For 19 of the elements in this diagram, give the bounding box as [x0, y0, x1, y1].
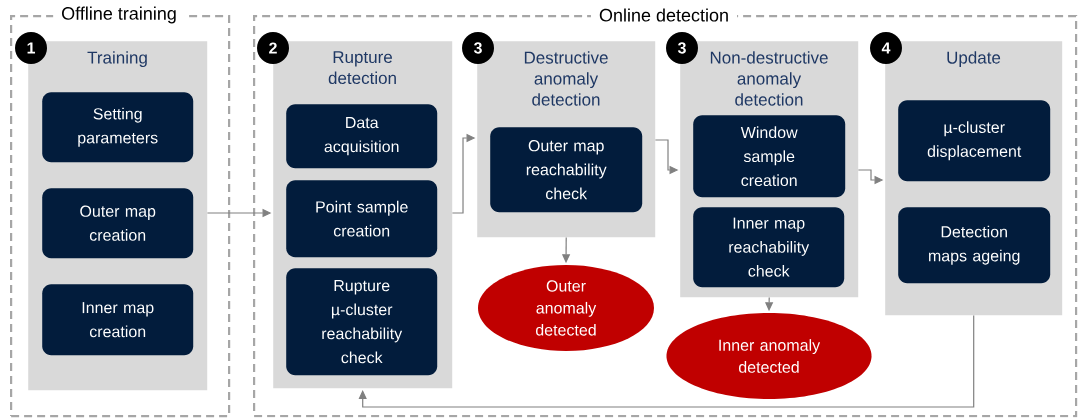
step-number-badge: 4: [870, 32, 902, 64]
process-box: Outer map reachability check: [490, 127, 643, 213]
step-number-badge: 3: [462, 32, 494, 64]
step-number-badge: 2: [257, 32, 289, 64]
process-box: Detection maps ageing: [898, 207, 1051, 284]
arrow: [358, 314, 975, 408]
step-number-badge: 3: [666, 32, 698, 64]
group-title: Online detection: [590, 7, 738, 23]
process-box: Data acquisition: [286, 104, 438, 169]
process-box: Inner map creation: [42, 284, 194, 356]
process-box: Rupture µ-cluster reachability check: [286, 268, 438, 376]
process-box: Window sample creation: [693, 115, 846, 198]
group-title: Offline training: [53, 5, 185, 25]
step-number-badge: 1: [15, 32, 47, 64]
process-box: µ-cluster displacement: [898, 100, 1051, 182]
process-box: Point sample creation: [286, 180, 438, 258]
process-box: Outer map creation: [42, 188, 194, 259]
process-box: Inner map reachability check: [693, 207, 845, 288]
process-box: Setting parameters: [42, 92, 194, 163]
